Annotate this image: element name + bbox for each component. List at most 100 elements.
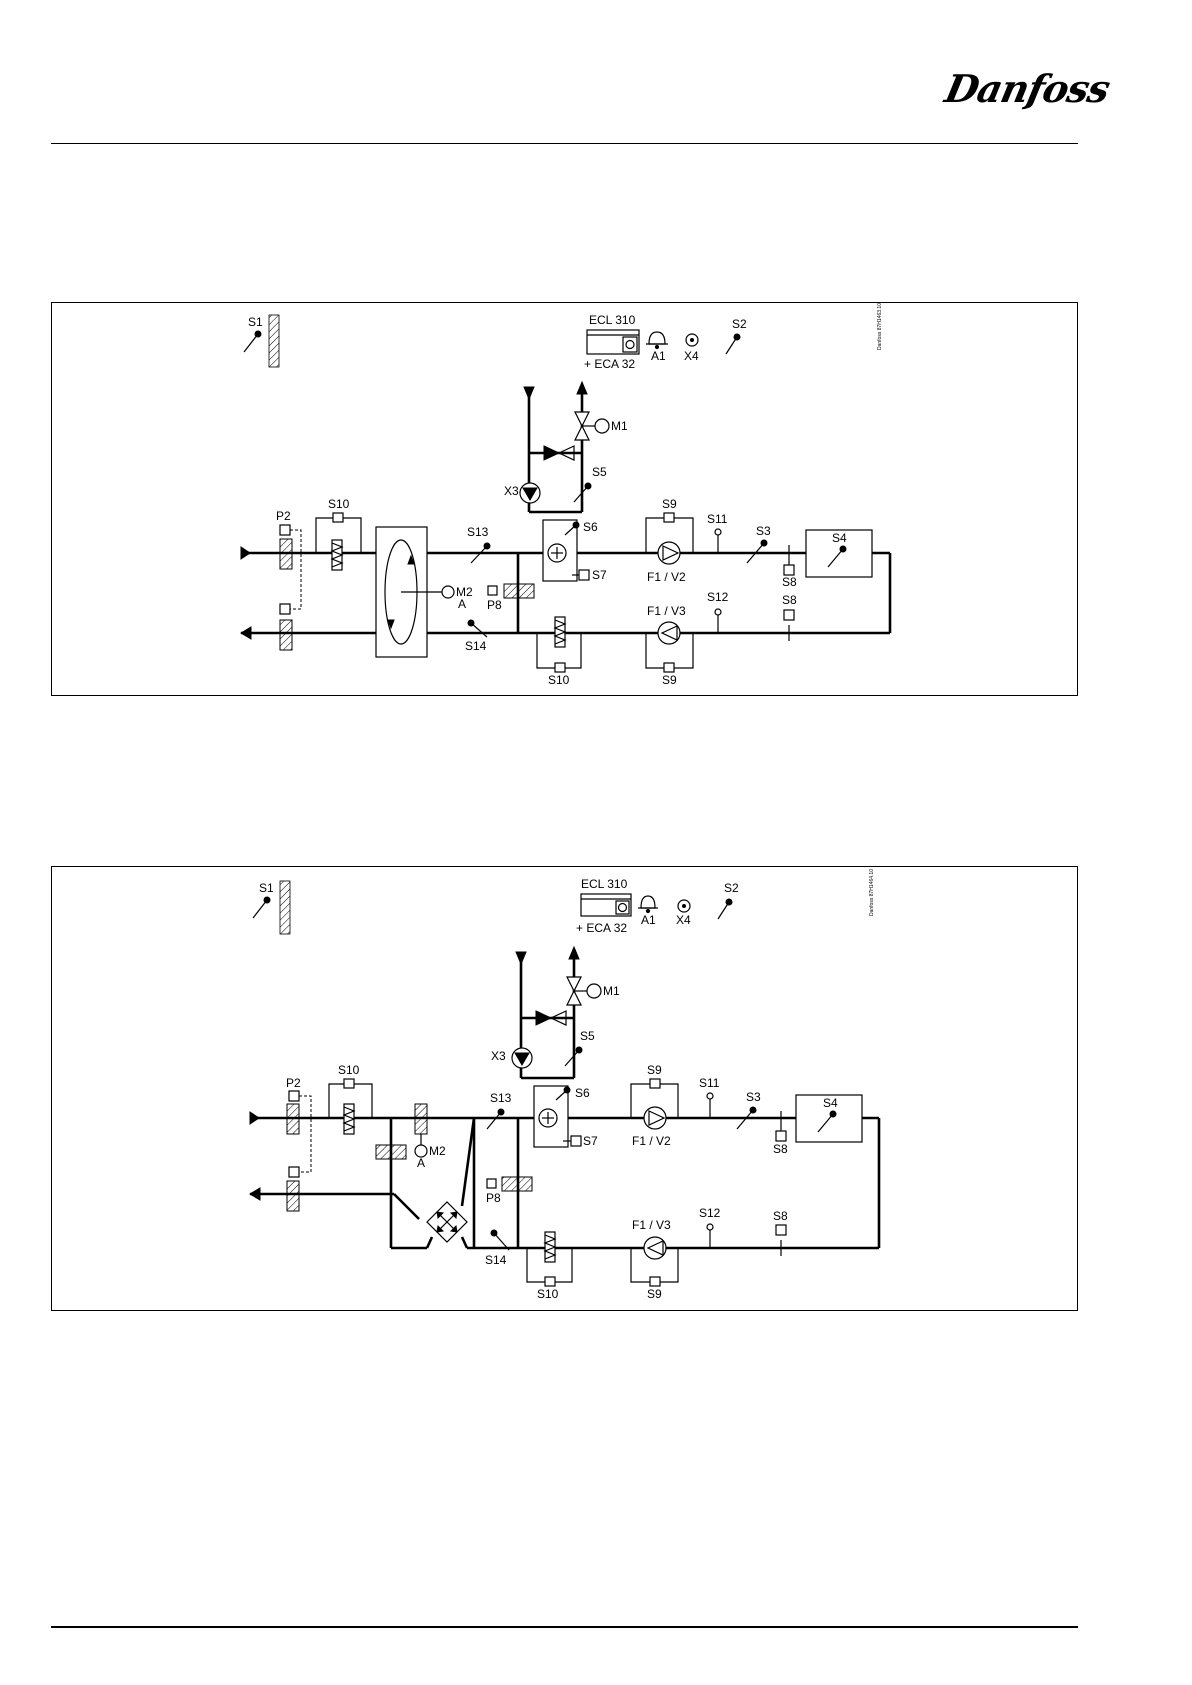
sensor-s5: S5 — [574, 465, 607, 502]
label-s13: S13 — [490, 1091, 512, 1105]
outdoor-sensor-s1: S1 — [253, 881, 290, 934]
label-s8-top: S8 — [782, 575, 797, 589]
label-s7: S7 — [583, 1134, 598, 1148]
bypass-damper-p8: P8 — [487, 553, 534, 633]
logo-text: Danfoss — [941, 66, 1113, 111]
pump-x3: X3 — [504, 483, 540, 503]
bypass-damper-p8: P8 — [486, 1118, 532, 1248]
filter-s10-supply: S10 — [316, 497, 361, 570]
room-s4: S4 — [796, 1095, 862, 1142]
label-a1: A1 — [651, 349, 666, 363]
label-s12: S12 — [707, 590, 729, 604]
footer-rule — [51, 1626, 1078, 1628]
room-sensor-s2: S2 — [726, 317, 747, 354]
label-s4: S4 — [823, 1096, 838, 1110]
sensor-s5: S5 — [565, 1029, 595, 1066]
alarm-a1: A1 — [646, 332, 668, 363]
sensor-s3: S3 — [747, 524, 771, 563]
drawing-code: Danfoss 87H1464.10 — [869, 869, 875, 916]
supply-fan-v2: S9 F1 / V2 — [646, 497, 693, 584]
diagram-plate-heat-exchanger: S1 ECL 310 + ECA 32 A1 X4 — [51, 866, 1078, 1311]
label-s3: S3 — [746, 1090, 761, 1104]
label-p8: P8 — [486, 1191, 501, 1205]
label-ecl: ECL 310 — [589, 313, 636, 327]
rotary-heat-exchanger: M2 A — [376, 527, 473, 657]
damper-p2: P2 — [286, 1076, 311, 1211]
label-s11: S11 — [699, 1076, 720, 1090]
label-s5: S5 — [592, 465, 607, 479]
label-s9-bottom: S9 — [647, 1287, 662, 1301]
label-eca: + ECA 32 — [584, 357, 635, 371]
label-s10-bottom: S10 — [537, 1287, 559, 1301]
label-p8: P8 — [487, 598, 502, 612]
return-fan-v3: F1 / V3 S9 — [646, 604, 693, 687]
label-s10-top: S10 — [338, 1063, 360, 1077]
label-s13: S13 — [467, 525, 489, 539]
label-ecl: ECL 310 — [581, 877, 628, 891]
label-fv2: F1 / V2 — [632, 1134, 671, 1148]
header-rule — [51, 143, 1078, 144]
label-s3: S3 — [756, 524, 771, 538]
label-s8-top: S8 — [773, 1142, 788, 1156]
damper-p2: P2 — [276, 509, 301, 650]
label-m1: M1 — [611, 419, 628, 433]
sensor-s13: S13 — [467, 525, 490, 563]
label-s1: S1 — [259, 881, 274, 895]
sensor-s3: S3 — [737, 1090, 761, 1129]
drawing-code: Danfoss 87H1463.10 — [877, 303, 883, 350]
label-s9-bottom: S9 — [662, 673, 677, 687]
label-m2: M2 — [429, 1144, 446, 1158]
return-fan-v3: F1 / V3 S9 — [631, 1218, 678, 1301]
controller-ecl-310: ECL 310 + ECA 32 — [584, 313, 639, 371]
label-fv2: F1 / V2 — [647, 570, 686, 584]
label-fv3: F1 / V3 — [647, 604, 686, 618]
label-s14: S14 — [465, 639, 487, 653]
label-p2: P2 — [286, 1076, 301, 1090]
room-s4: S4 — [806, 530, 872, 577]
label-s11: S11 — [707, 512, 728, 526]
controller-ecl-310: ECL 310 + ECA 32 — [576, 877, 631, 935]
label-a: A — [417, 1156, 425, 1170]
label-x4: X4 — [676, 913, 691, 927]
indicator-x4: X4 — [684, 334, 699, 363]
label-s12: S12 — [699, 1206, 721, 1220]
label-s7: S7 — [592, 568, 607, 582]
sensor-s11: S11 — [699, 1076, 720, 1118]
label-a: A — [458, 597, 466, 611]
sensor-s13: S13 — [487, 1091, 512, 1129]
label-x3: X3 — [504, 484, 519, 498]
label-s2: S2 — [724, 881, 739, 895]
room-sensor-s2: S2 — [718, 881, 739, 919]
label-s9-top: S9 — [647, 1063, 662, 1077]
filter-s10-supply: S10 — [329, 1063, 372, 1134]
label-s1: S1 — [248, 315, 263, 329]
plate-heat-exchanger — [427, 1118, 474, 1248]
label-s2: S2 — [732, 317, 747, 331]
label-x4: X4 — [684, 349, 699, 363]
label-s9-top: S9 — [662, 497, 677, 511]
label-s14: S14 — [485, 1253, 507, 1267]
sensor-s12: S12 — [699, 1206, 721, 1248]
label-s8-bottom: S8 — [782, 593, 797, 607]
sensor-s11: S11 — [707, 512, 728, 553]
filter-s10-return: S10 — [527, 1232, 572, 1301]
alarm-a1: A1 — [638, 896, 658, 927]
label-eca: + ECA 32 — [576, 921, 627, 935]
label-s8-bottom: S8 — [773, 1209, 788, 1223]
valve-m1: M1 — [567, 977, 620, 1005]
danfoss-logo: Danfoss — [940, 62, 1080, 122]
label-x3: X3 — [491, 1049, 506, 1063]
label-s10-top: S10 — [328, 497, 350, 511]
valve-m1: M1 — [575, 412, 628, 440]
pump-x3: X3 — [491, 1048, 532, 1068]
diagram-rotary-heat-exchanger: S1 ECL 310 + ECA 32 A1 X4 — [51, 302, 1078, 696]
supply-fan-v2: S9 F1 / V2 — [631, 1063, 678, 1148]
filter-s10-return: S10 — [537, 617, 581, 687]
label-a1: A1 — [641, 913, 656, 927]
label-s6: S6 — [575, 1086, 590, 1100]
label-m1: M1 — [603, 984, 620, 998]
label-s10-bottom: S10 — [548, 673, 570, 687]
diagram-1-svg: S1 ECL 310 + ECA 32 A1 X4 — [51, 302, 1078, 696]
label-s5: S5 — [580, 1029, 595, 1043]
